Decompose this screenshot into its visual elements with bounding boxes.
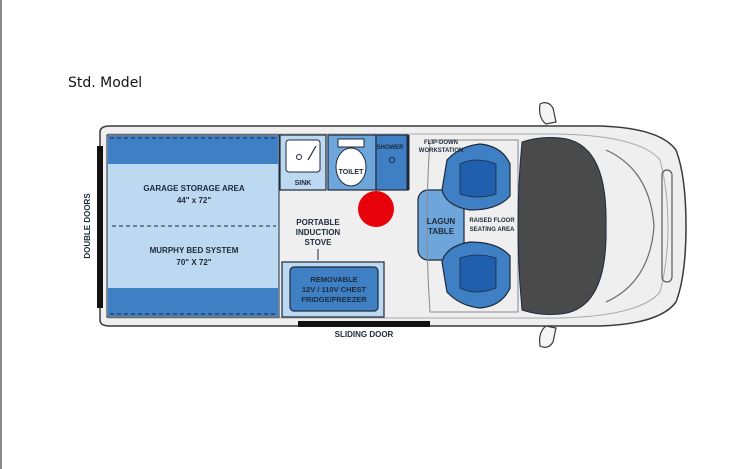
flip-down-label-2: WORKSTATION <box>419 148 463 154</box>
sink-basin <box>285 139 321 173</box>
model-label: Std. Model <box>68 75 143 91</box>
toilet-label: TOILET <box>339 169 364 176</box>
bed-cushion-top <box>108 136 278 164</box>
double-doors-label: DOUBLE DOORS <box>83 193 92 259</box>
sink-faucet <box>307 145 317 161</box>
van-inner-wall <box>107 133 669 319</box>
bed-cushion-bottom <box>108 288 278 316</box>
sink-drain <box>296 154 302 160</box>
toilet-tank <box>337 138 365 148</box>
shower-label: SHOWER <box>377 145 405 151</box>
sliding-door-label: SLIDING DOOR <box>335 330 394 339</box>
seat-driver <box>441 143 511 211</box>
lagun-table <box>417 189 465 261</box>
flip-down-label-1: FLIP-DOWN <box>424 140 458 146</box>
sink-label: SINK <box>295 180 312 187</box>
rear-door-bar <box>97 146 103 308</box>
fridge-label-3: FRIDGE/FREEZER <box>301 295 367 304</box>
dashboard <box>517 137 607 315</box>
raised-floor-label-2: SEATING AREA <box>470 227 515 233</box>
raised-floor-label-1: RAISED FLOOR <box>469 218 515 224</box>
garage-dims: 44" x 72" <box>177 196 211 205</box>
seat-passenger <box>441 241 511 309</box>
stove-label-1: PORTABLE <box>296 218 340 227</box>
grille <box>661 169 673 283</box>
left-border <box>0 0 2 469</box>
fridge <box>289 266 379 312</box>
stove-label-3: STOVE <box>305 238 333 247</box>
mirror-top <box>539 102 557 125</box>
sliding-door-bar <box>298 321 430 327</box>
stove-label-2: INDUCTION <box>296 228 341 237</box>
lagun-label-1: LAGUN <box>427 217 456 226</box>
fridge-label-2: 12V / 110V CHEST <box>302 285 367 294</box>
mirror-bottom <box>539 325 557 348</box>
toilet-bowl <box>335 147 367 187</box>
raised-floor <box>426 139 519 313</box>
fridge-label-1: REMOVABLE <box>310 275 357 284</box>
shower-drain <box>389 157 395 163</box>
murphy-dims: 70" X 72" <box>176 258 211 267</box>
lagun-label-2: TABLE <box>428 227 455 236</box>
murphy-label: MURPHY BED SYSTEM <box>150 246 239 255</box>
garage-label: GARAGE STORAGE AREA <box>143 184 245 193</box>
red-marker <box>358 191 394 227</box>
windshield <box>605 149 655 303</box>
